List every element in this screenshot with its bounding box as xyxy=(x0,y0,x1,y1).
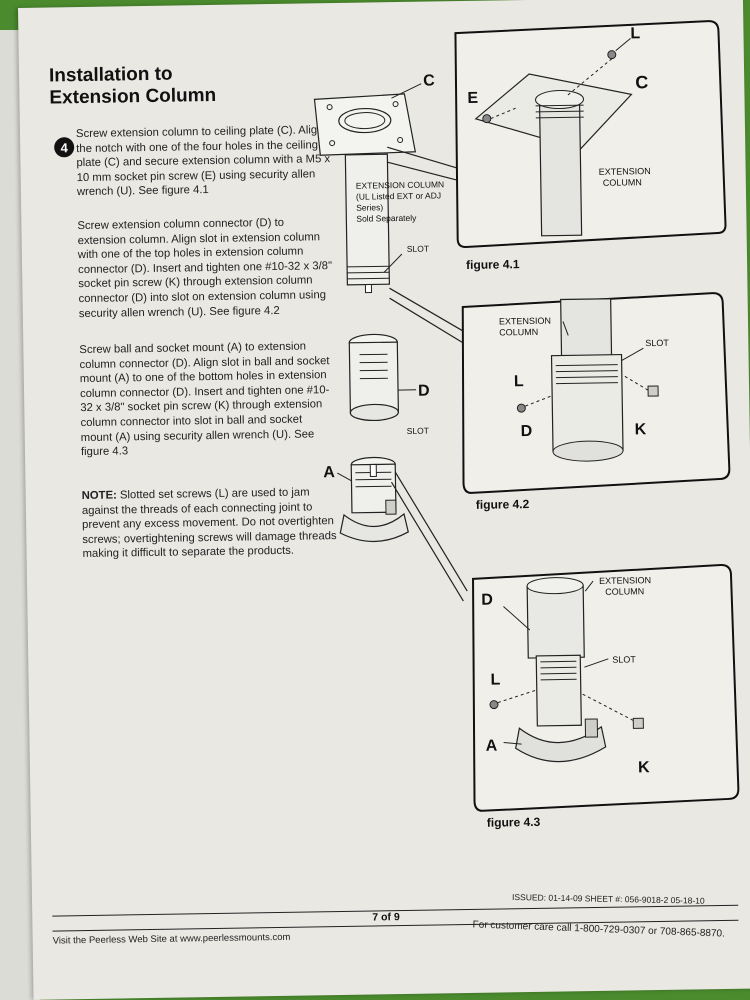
ball-socket-mount-drawing xyxy=(339,456,468,602)
col-label-fig41: COLUMN xyxy=(603,177,642,188)
label-k-fig42: K xyxy=(635,421,647,438)
slot-label-fig42: SLOT xyxy=(645,338,669,348)
ext-col-label-2: (UL Listed EXT or ADJ xyxy=(356,190,441,201)
label-d-fig43: D xyxy=(481,592,493,609)
label-l-fig43: L xyxy=(490,672,500,689)
slot-label-center-top: SLOT xyxy=(407,244,429,254)
ext-label-fig43: EXTENSION xyxy=(599,575,651,586)
caption-figure-4-1: figure 4.1 xyxy=(466,257,520,272)
ext-col-label-3: Series) xyxy=(356,202,383,212)
label-k-fig43: K xyxy=(638,759,650,776)
figure-4-3-frame xyxy=(472,564,740,812)
label-e-fig41: E xyxy=(467,90,478,107)
extension-column-drawing xyxy=(344,146,464,344)
figure-4-2-frame xyxy=(461,292,731,494)
ext-col-label-1: EXTENSION COLUMN xyxy=(356,179,444,190)
label-l-fig41: L xyxy=(630,25,640,42)
figure-4-1-frame xyxy=(454,20,727,248)
connector-d-drawing xyxy=(348,333,417,422)
ext-col-label-4: Sold Separately xyxy=(356,213,417,224)
label-a-center: A xyxy=(323,464,335,481)
col-label-fig43: COLUMN xyxy=(605,586,644,597)
caption-figure-4-2: figure 4.2 xyxy=(476,497,530,512)
ext-label-fig42: EXTENSION xyxy=(499,316,551,327)
label-c-center: C xyxy=(423,72,435,89)
slot-label-center-bottom: SLOT xyxy=(407,426,429,436)
caption-figure-4-3: figure 4.3 xyxy=(487,815,541,830)
label-a-fig43: A xyxy=(486,738,498,755)
ceiling-plate-drawing xyxy=(313,83,422,156)
col-label-fig42: COLUMN xyxy=(499,327,538,338)
label-d-fig42: D xyxy=(521,423,533,440)
slot-label-fig43: SLOT xyxy=(612,654,636,664)
ext-label-fig41: EXTENSION xyxy=(599,166,651,177)
label-l-fig42: L xyxy=(514,373,524,390)
illustrations: C EXTENSION COLUMN (UL Listed EXT or ADJ… xyxy=(313,20,740,830)
website-notice: Visit the Peerless Web Site at www.peerl… xyxy=(52,931,291,947)
label-c-fig41: C xyxy=(635,72,648,92)
label-d-center: D xyxy=(418,383,430,400)
manual-page: Installation to Extension Column 4 Screw… xyxy=(18,0,750,1000)
page-number: 7 of 9 xyxy=(372,911,400,924)
